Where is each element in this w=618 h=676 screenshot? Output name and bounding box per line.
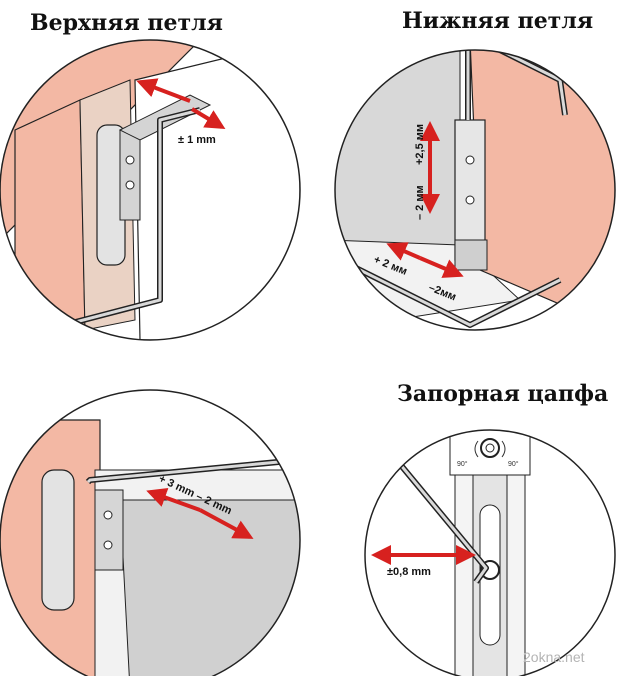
locking-pin-rotate-right-label: 90° (508, 460, 519, 468)
bottom-hinge-arrow-left (386, 242, 421, 261)
title-bottom-hinge: Нижняя петля (402, 8, 593, 34)
panel-bottom-hinge: Нижняя петля +2,5 мм – 2 мм + 2 мм –2мм (334, 8, 616, 331)
watermark: 2okna.net (523, 649, 585, 665)
side-hinge-arrow-right (199, 508, 254, 539)
panel-locking-pin: Запорная цапфа 90° 90° ±0,8 mm (364, 381, 616, 676)
locking-pin-rotate-left-label: 90° (457, 460, 468, 468)
bottom-hinge-down-label: – 2 мм (414, 185, 426, 220)
locking-pin-rotate-right-arrow (501, 440, 506, 458)
top-hinge-arrow-left (136, 78, 191, 103)
bottom-hinge-up-label: +2,5 мм (414, 124, 426, 165)
locking-pin-rotate-left-arrow (474, 440, 479, 458)
title-locking-pin: Запорная цапфа (397, 381, 608, 407)
top-hinge-arrow-right (190, 107, 226, 130)
top-hinge-adjust-label: ± 1 mm (178, 134, 216, 146)
locking-pin-adjust-label: ±0,8 mm (387, 566, 431, 578)
locking-pin-scene (365, 430, 615, 676)
side-hinge-scene (0, 390, 300, 676)
top-hinge-scene (0, 40, 300, 340)
bottom-hinge-arrow-right (419, 256, 464, 278)
title-top-hinge: Верхняя петля (30, 10, 223, 36)
panel-side-hinge: + 3 mm – 2 mm (0, 389, 301, 676)
side-hinge-arrow-left (146, 488, 201, 512)
panel-top-hinge: Верхняя петля ± 1 mm (0, 10, 301, 341)
